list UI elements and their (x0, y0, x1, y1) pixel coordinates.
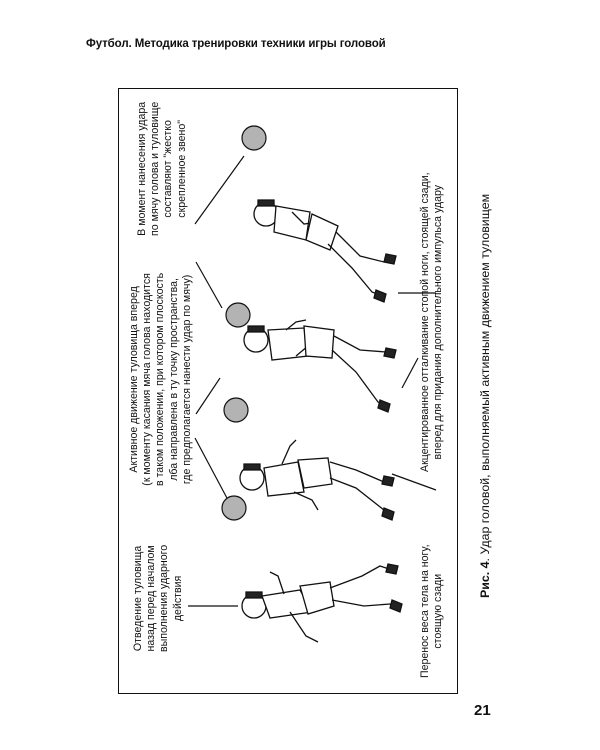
caption-prefix: Рис. 4 (478, 561, 492, 598)
page-number: 21 (474, 702, 491, 719)
ball-icon (221, 495, 247, 521)
leader-line (194, 437, 229, 501)
ball-icon (225, 302, 251, 328)
player-figure-4 (253, 199, 397, 303)
leader-line (195, 377, 221, 415)
leader-line (194, 155, 245, 225)
leader-line (391, 473, 437, 491)
leader-line (401, 357, 419, 389)
leader-line (195, 261, 223, 309)
ball-icon (241, 125, 267, 151)
player-figure-1 (241, 563, 403, 643)
player-figure-3 (243, 319, 397, 413)
ball-icon (223, 397, 249, 423)
figure-caption: Рис. 4. Удар головой, выполняемый активн… (478, 194, 492, 598)
player-figure-2 (239, 439, 395, 521)
caption-text: . Удар головой, выполняемый активным дви… (478, 193, 492, 562)
running-header: Футбол. Методика тренировки техники игры… (86, 38, 386, 50)
figure-frame (118, 88, 458, 694)
